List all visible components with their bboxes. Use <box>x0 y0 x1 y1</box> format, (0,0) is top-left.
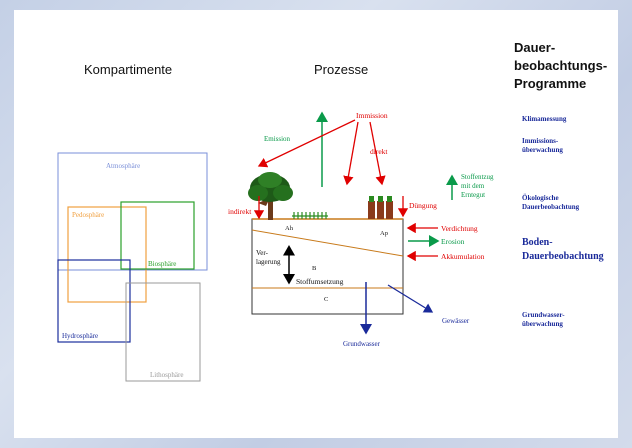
pedosphere-label: Pedosphäre <box>72 211 104 219</box>
compaction-label: Verdichtung <box>441 224 478 233</box>
compartment-boxes <box>57 152 208 382</box>
removal-label-3: Erntegut <box>461 191 485 199</box>
biosphere-box <box>120 201 195 270</box>
heading-compartments: Kompartimente <box>84 62 172 77</box>
heading-programs-3: Programme <box>514 76 586 91</box>
horizon-b-label: B <box>312 265 317 272</box>
conversion-label: Stoffumsetzung <box>296 277 344 286</box>
biosphere-label: Biosphäre <box>148 260 176 268</box>
direct-label: direkt <box>370 147 388 156</box>
lithosphere-box <box>125 282 201 382</box>
tree-icon <box>248 172 293 220</box>
immission-arrow-indirect <box>257 119 356 168</box>
program-soil-2: Dauerbeobachtung <box>522 251 604 262</box>
hydrosphere-box <box>57 259 131 343</box>
erosion-label: Erosion <box>441 237 465 246</box>
lithosphere-label: Lithosphäre <box>150 371 183 379</box>
heading-processes: Prozesse <box>314 62 368 77</box>
immission-arrow-grass <box>343 121 359 186</box>
water-body-arrow <box>387 284 434 313</box>
horizon-line-a-b <box>251 229 404 257</box>
hydrosphere-label: Hydrosphäre <box>62 332 98 340</box>
emission-label: Emission <box>264 135 291 143</box>
horizon-ap-label: Ap <box>380 230 388 237</box>
relocation-label-1: Ver- <box>256 249 269 257</box>
fertilization-label: Düngung <box>409 201 437 210</box>
horizon-ah-label: Ah <box>285 225 294 232</box>
program-soil-1: Boden- <box>522 237 553 248</box>
crop-plants-icon <box>368 196 393 219</box>
program-groundwater-2: überwachung <box>522 320 563 328</box>
groundwater-label: Grundwasser <box>343 340 381 348</box>
program-immission-2: überwachung <box>522 146 563 154</box>
program-immission-1: Immissions- <box>522 137 559 145</box>
heading-programs-2: beobachtungs- <box>514 58 607 73</box>
removal-label-1: Stoffentzug <box>461 173 494 181</box>
grass-icon <box>292 212 328 219</box>
atmosphere-label: Atmosphäre <box>106 162 140 170</box>
relocation-label-2: lagerung <box>256 258 281 266</box>
accumulation-label: Akkumulation <box>441 252 485 261</box>
pedosphere-box <box>67 206 147 303</box>
program-ecological-1: Ökologische <box>522 194 559 202</box>
heading-programs-1: Dauer- <box>514 40 555 55</box>
water-body-label: Gewässer <box>442 317 470 325</box>
immission-arrow-direct <box>369 121 386 186</box>
program-ecological-2: Dauerbeobachtung <box>522 203 580 211</box>
horizon-c-label: C <box>324 296 328 303</box>
indirect-label: indirekt <box>228 207 252 216</box>
program-climate: Klimamessung <box>522 115 567 123</box>
removal-label-2: mit dem <box>461 182 485 190</box>
atmosphere-box <box>57 152 208 271</box>
program-groundwater-1: Grundwasser- <box>522 311 565 319</box>
immission-label: Immission <box>356 111 388 120</box>
